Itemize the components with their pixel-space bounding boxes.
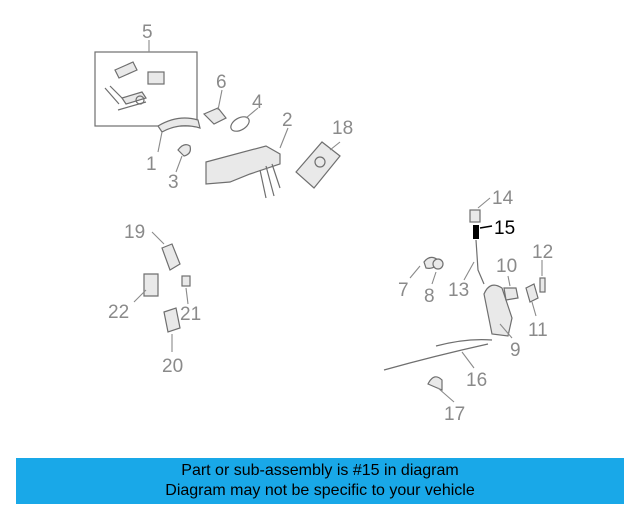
parts-diagram: 5 6 4 2 18 1 3 19 22 21 20 14 15 12 10 7… — [94, 22, 553, 425]
callout-14: 14 — [492, 188, 514, 209]
callout-13: 13 — [448, 280, 469, 301]
part-12-pin — [539, 260, 546, 293]
part-17-bumper — [427, 376, 455, 403]
callout-2: 2 — [282, 110, 293, 131]
callout-10: 10 — [496, 256, 517, 277]
part-4-ring — [230, 107, 259, 132]
part-16-cable — [383, 339, 493, 371]
banner-line-disclaimer: Diagram may not be specific to your vehi… — [165, 482, 475, 499]
callout-17: 17 — [444, 404, 465, 425]
callout-22: 22 — [108, 302, 129, 323]
part-21-clip — [181, 275, 191, 305]
callout-3: 3 — [168, 172, 179, 193]
part-8-grommet — [431, 258, 444, 285]
callout-1: 1 — [146, 154, 157, 175]
info-banner: Part or sub-assembly is #15 in diagram D… — [16, 458, 624, 504]
callout-16: 16 — [466, 370, 487, 391]
callout-18: 18 — [332, 118, 353, 139]
callout-12: 12 — [532, 242, 553, 263]
part-15-knob-highlighted — [473, 225, 493, 239]
part-18-latch-plate — [295, 141, 341, 189]
callout-6: 6 — [216, 72, 227, 93]
part-10-switch — [503, 275, 519, 301]
part-5-kit — [94, 40, 198, 127]
callout-15: 15 — [494, 218, 515, 239]
part-20-hinge — [163, 307, 181, 352]
callout-20: 20 — [162, 356, 183, 377]
callout-7: 7 — [398, 280, 409, 301]
callout-4: 4 — [252, 92, 263, 113]
callout-8: 8 — [424, 286, 435, 307]
callout-9: 9 — [510, 340, 521, 361]
part-9-door-latch — [483, 284, 513, 339]
part-13-rod — [463, 239, 485, 285]
part-3-cap — [175, 144, 191, 173]
part-14-guide — [469, 197, 491, 223]
banner-line-part: Part or sub-assembly is #15 in diagram — [181, 462, 459, 479]
part-19-lock-actuator — [151, 231, 181, 271]
part-6-bracket — [202, 89, 227, 125]
part-11-bracket — [525, 283, 539, 317]
callout-19: 19 — [124, 222, 145, 243]
callout-21: 21 — [180, 304, 201, 325]
part-2-handle-frame — [205, 127, 289, 199]
callout-11: 11 — [528, 320, 548, 341]
part-22-block — [133, 273, 159, 303]
part-1-outer-handle — [157, 117, 201, 153]
callout-5: 5 — [142, 22, 153, 43]
